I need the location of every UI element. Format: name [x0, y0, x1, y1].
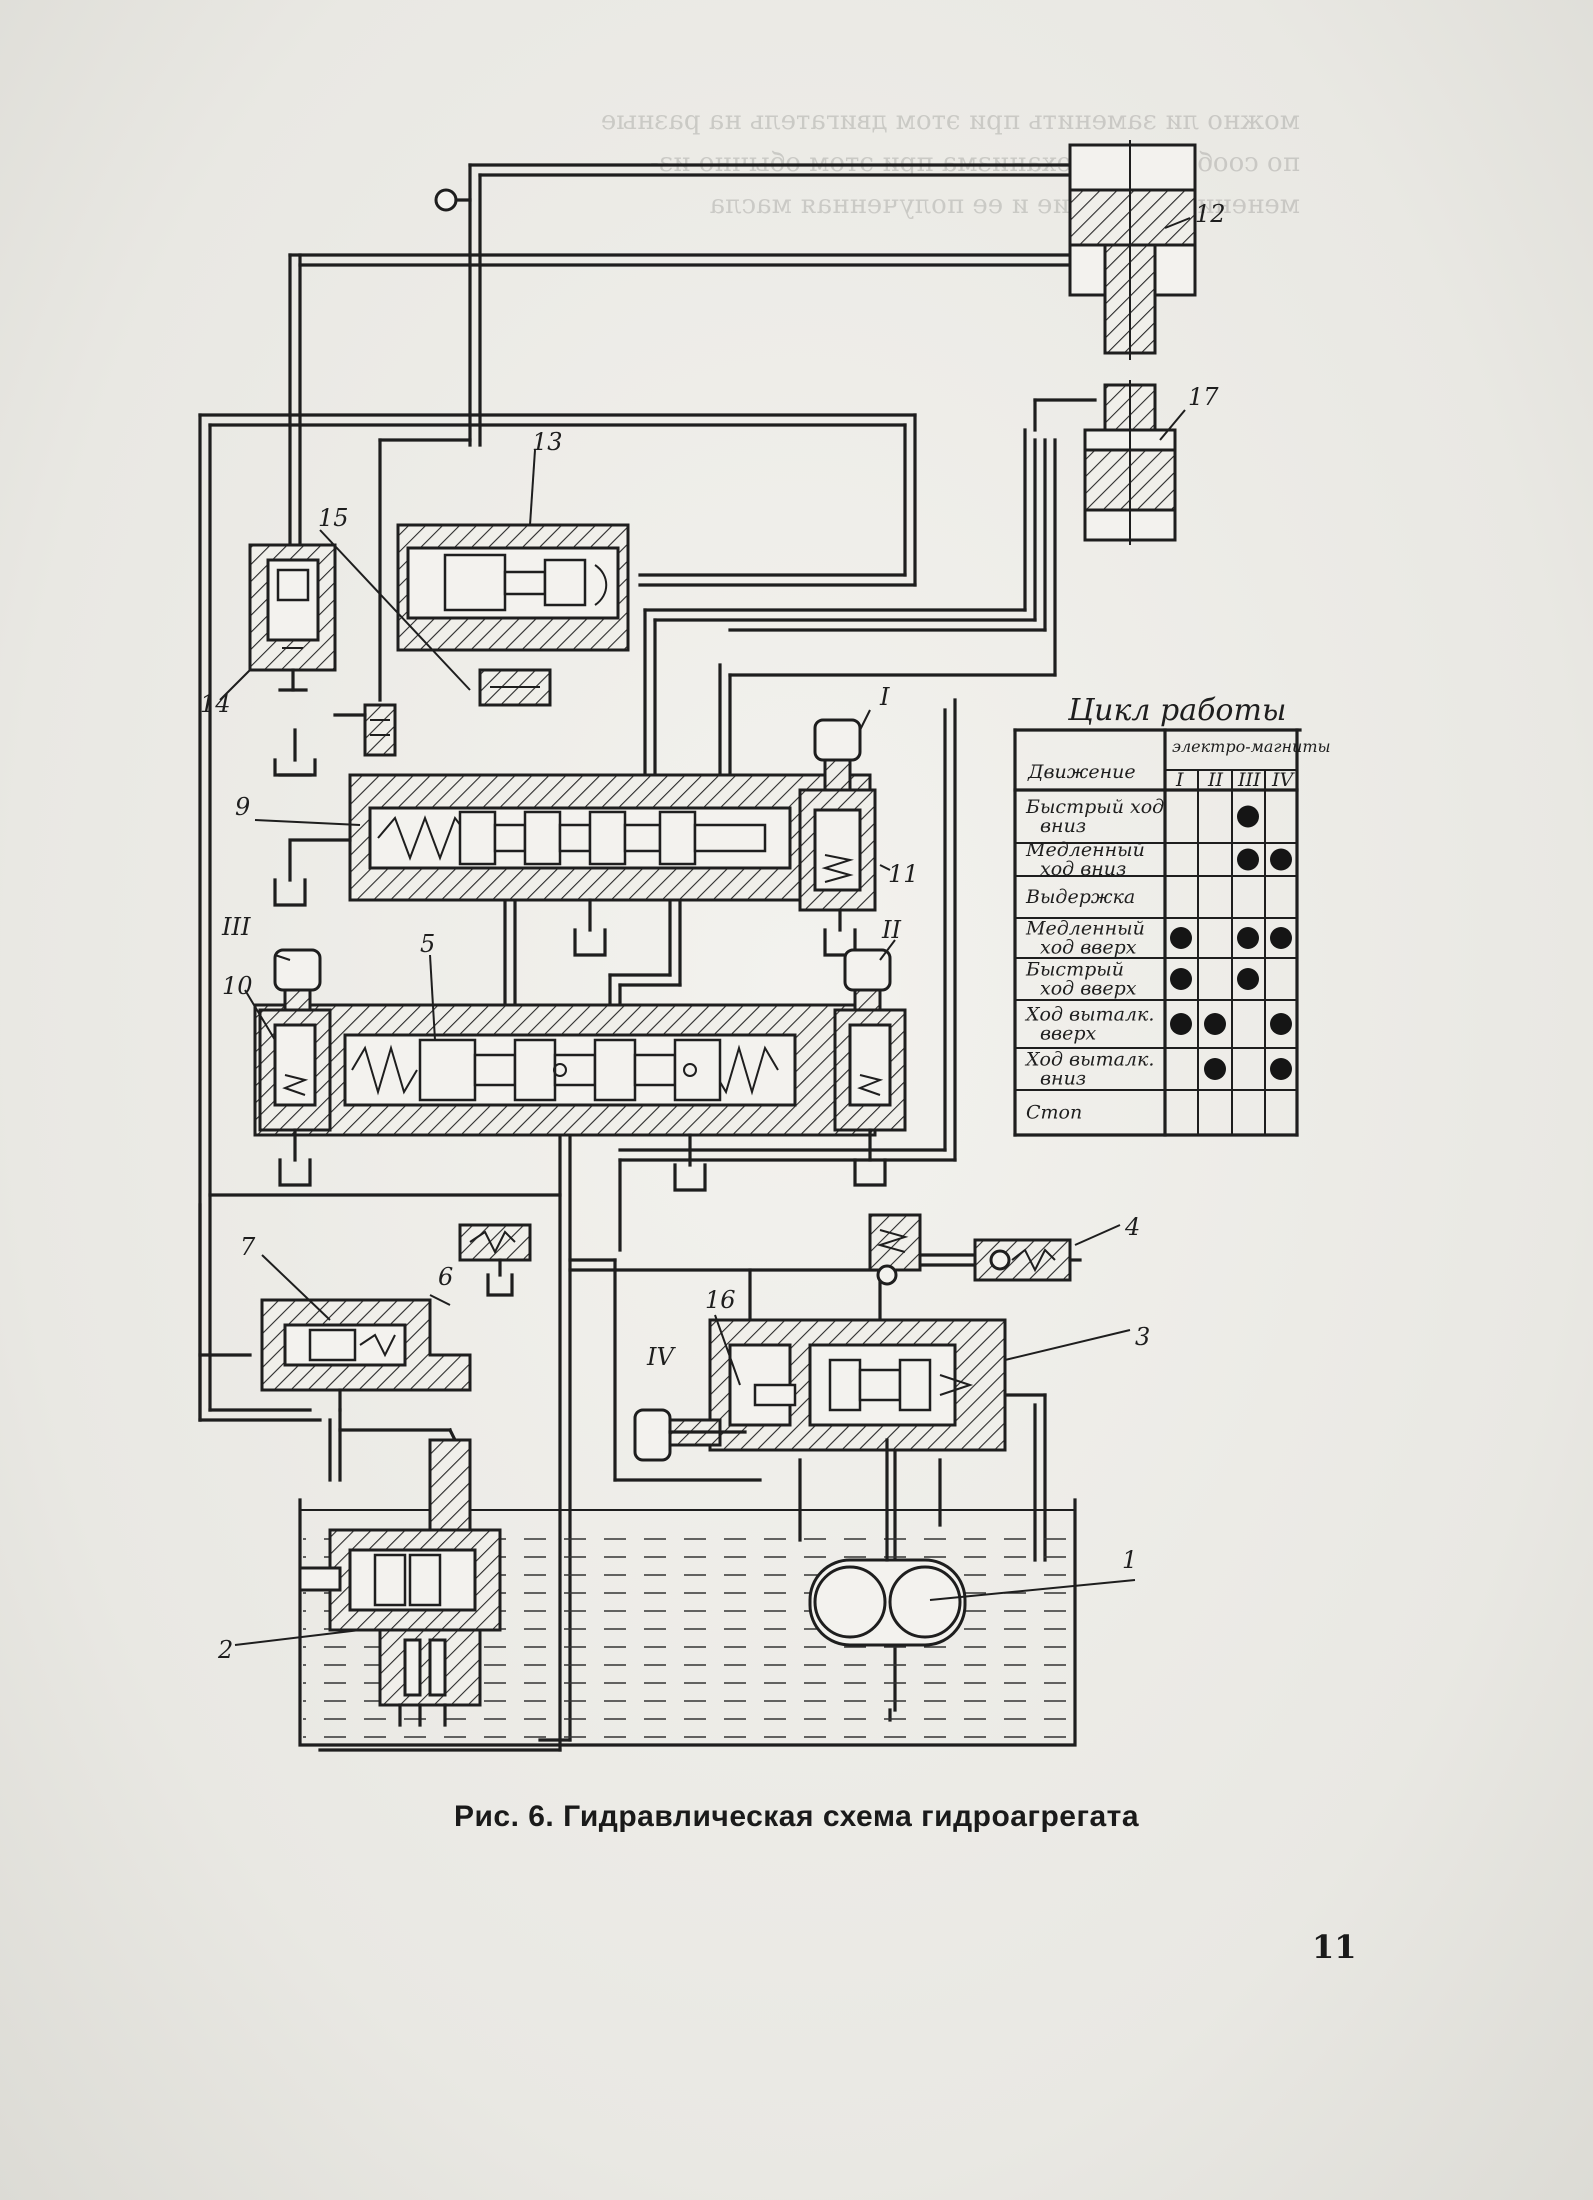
label-magnet-II: II [881, 916, 901, 944]
label-5: 5 [420, 930, 435, 958]
cylinder-12 [1068, 140, 1197, 360]
label-11: 11 [888, 860, 919, 888]
table-row-label: Ход выталк. [1024, 1004, 1154, 1026]
magnet-on-dot [1237, 848, 1259, 871]
valve-3 [708, 1318, 1007, 1452]
throttle-15 [478, 668, 552, 707]
valve-6 [260, 1298, 472, 1412]
table-row-label: Медленный [1025, 918, 1145, 940]
pump-2 [298, 1438, 502, 1727]
label-12: 12 [1195, 200, 1226, 228]
figure-caption: Рис. 6. Гидравлическая схема гидроагрега… [453, 1800, 1140, 1833]
table-row-label: ход вверх [1040, 978, 1137, 1000]
table-row-label: Быстрый [1025, 959, 1124, 981]
magnet-on-dot [1204, 1058, 1226, 1080]
table-magnet-II: II [1207, 769, 1224, 791]
table-row-label: Медленный [1025, 839, 1145, 861]
table-magnet-I: I [1175, 769, 1184, 791]
part-labels: 12 17 13 15 14 9 I 11 5 III 10 II 4 3 16… [200, 200, 1226, 1664]
table-row-label: Быстрый ход [1025, 796, 1164, 818]
table-row-label: вверх [1040, 1023, 1097, 1045]
label-16: 16 [705, 1286, 736, 1314]
pilot-valve-10 [258, 1008, 332, 1187]
magnet-on-dot [1237, 927, 1259, 949]
magnet-on-dot [1270, 1058, 1292, 1080]
table-title: Цикл работы [1067, 693, 1286, 728]
table-magnet-IV: IV [1271, 769, 1296, 791]
valve-5 [253, 1003, 877, 1192]
check-valve-small [273, 703, 397, 777]
magnet-on-dot [1204, 1013, 1226, 1035]
magnet-on-dot [1170, 1013, 1192, 1035]
magnet-on-dot [1270, 1013, 1292, 1035]
label-9: 9 [235, 793, 250, 821]
label-2: 2 [217, 1636, 233, 1664]
label-4: 4 [1124, 1213, 1140, 1241]
magnet-on-dot [1170, 968, 1192, 990]
magnet-on-dot [1237, 805, 1259, 828]
label-15: 15 [318, 504, 349, 532]
table-col-group: электро-магниты [1172, 737, 1331, 756]
page-number: 11 [1312, 1928, 1357, 1966]
label-magnet-IV: IV [646, 1343, 676, 1371]
label-magnet-I: I [879, 683, 890, 711]
valve-9 [273, 773, 872, 957]
valve-4-left [868, 1213, 922, 1286]
label-6: 6 [438, 1263, 453, 1291]
leader-lines [219, 217, 1191, 1646]
valve-14 [248, 543, 337, 692]
table-magnet-III: III [1237, 769, 1261, 791]
work-cycle-table: Цикл работы Движение электро-магниты I I… [1013, 693, 1331, 1137]
table-row-label: Выдержка [1025, 886, 1135, 908]
table-row-label: Ход выталк. [1024, 1049, 1154, 1071]
label-magnet-III: III [221, 913, 251, 941]
check-valve-center [458, 1223, 532, 1297]
table-row-label: ход вверх [1040, 937, 1137, 959]
label-7: 7 [240, 1233, 256, 1261]
table-col-movement: Движение [1027, 761, 1136, 783]
table-row-label: ход вниз [1040, 858, 1126, 880]
label-1: 1 [1122, 1546, 1137, 1574]
table-row-label: Стоп [1026, 1102, 1082, 1124]
gear-pump-1 [808, 1438, 967, 1647]
label-3: 3 [1135, 1323, 1150, 1351]
pilot-valve-11 [798, 788, 877, 957]
magnet-on-dot [1237, 968, 1259, 990]
label-13: 13 [532, 428, 563, 456]
magnet-on-dot [1170, 927, 1192, 949]
label-10: 10 [222, 972, 253, 1000]
table-row-label: вниз [1040, 815, 1086, 837]
pressure-gauge-icon [434, 188, 458, 212]
label-17: 17 [1188, 383, 1219, 411]
label-14: 14 [200, 690, 231, 718]
solenoid-IV [633, 1408, 747, 1462]
magnet-on-dot [1270, 927, 1292, 949]
pilot-valve-right [833, 1008, 907, 1187]
valve-4-right [973, 1238, 1082, 1282]
piping-network [198, 163, 1097, 1752]
table-row-label: вниз [1040, 1068, 1086, 1090]
valve-13 [396, 523, 630, 652]
cylinder-17 [1083, 380, 1177, 545]
magnet-on-dot [1270, 848, 1292, 871]
